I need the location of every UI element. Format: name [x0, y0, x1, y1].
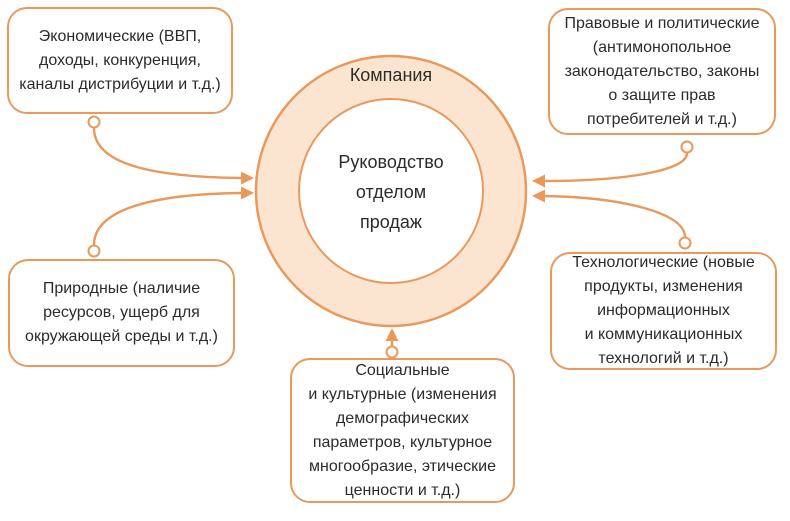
arrow-economic: [92, 127, 254, 185]
sales-management-core-label: Руководство отделом продаж: [338, 152, 444, 232]
arrow-social-origin-dot: [385, 345, 399, 359]
factor-box-legal-political: Правовые и политические (антимонопольное…: [548, 8, 776, 135]
arrow-legal-origin-dot: [680, 140, 694, 154]
factor-box-natural: Природные (наличие ресурсов, ущерб для о…: [8, 259, 235, 367]
arrow-technological-origin-dot: [678, 236, 692, 250]
arrow-technological: [532, 189, 687, 238]
factor-box-economic: Экономические (ВВП, доходы, конкуренция,…: [7, 7, 233, 114]
factor-box-social-cultural: Социальные и культурные (изменения демог…: [290, 358, 515, 503]
factor-box-technological: Технологические (новые продукты, изменен…: [550, 252, 777, 370]
arrow-natural: [92, 186, 254, 246]
arrow-natural-origin-dot: [87, 244, 101, 258]
company-ring-inner: [298, 98, 484, 284]
arrow-economic-origin-dot: [87, 115, 101, 129]
company-ring-label: Компания: [349, 65, 433, 85]
arrow-legal: [532, 152, 689, 188]
